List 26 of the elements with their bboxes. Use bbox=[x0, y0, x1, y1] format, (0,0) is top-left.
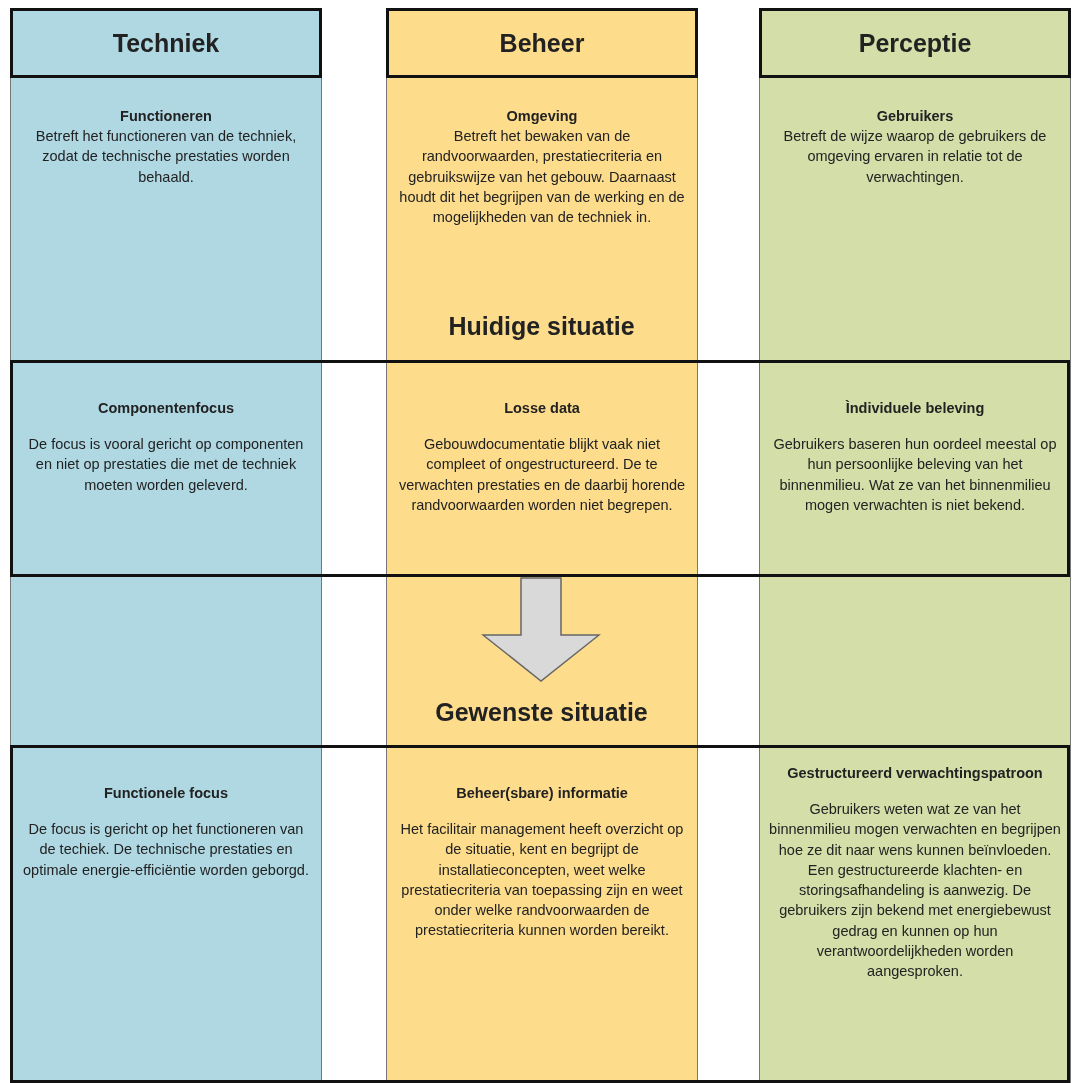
section-heading: Gewenste situatie bbox=[434, 698, 649, 727]
column-band bbox=[386, 8, 698, 1083]
cell-text: Gebruikers baseren hun oordeel meestal op hun persoonlijke beleving van het binnenmilieu. Wat ze van het binnenmilieu mogen verwachten is niet bekend. bbox=[772, 435, 1058, 515]
column-band bbox=[759, 8, 1071, 1083]
cell-text: Betreft het functioneren van de techniek, zodat de technische prestaties worden behaald. bbox=[34, 127, 298, 187]
cell-text: Het facilitair management heeft overzicht op de situatie, kent en begrijpt de installatieconcepten, weet welke prestatiecriteria van toepassing zijn en weet onder welke randvoorwaarden de prestatiecriteria kunnen worden bereikt. bbox=[399, 820, 685, 941]
section-heading: Huidige situatie bbox=[447, 312, 636, 341]
cell-heading: Beheer(sbare) informatie bbox=[455, 785, 629, 801]
cell-heading: Ìndividuele beleving bbox=[844, 400, 986, 416]
column-header: Beheer bbox=[386, 8, 698, 78]
cell-text: Betreft de wijze waarop de gebruikers de omgeving ervaren in relatie tot de verwachtingen. bbox=[782, 127, 1048, 187]
cell-text: De focus is vooral gericht op componenten en niet op prestaties die met de techniek moeten worden geleverd. bbox=[27, 435, 305, 495]
cell-heading: Functionele focus bbox=[102, 785, 230, 801]
cell-heading: Omgeving bbox=[505, 108, 579, 124]
column-header: Techniek bbox=[10, 8, 322, 78]
cell-heading: Componentenfocus bbox=[96, 400, 236, 416]
cell-heading: Losse data bbox=[503, 400, 581, 416]
column-band bbox=[10, 8, 322, 1083]
cell-heading: Functioneren bbox=[119, 108, 213, 124]
cell-heading: Gebruikers bbox=[875, 108, 955, 124]
cell-text: Gebruikers weten wat ze van het binnenmilieu mogen verwachten en begrijpen hoe ze dit naar wens kunnen beïnvloeden. Een gestructureerde klachten- en storingsafhandeling is aanwezig. De gebruikers zijn bekend met energiebewust gedrag en kunnen op hun verantwoordelijkheden worden aangesproken. bbox=[768, 800, 1062, 982]
column-header: Perceptie bbox=[759, 8, 1071, 78]
cell-text: De focus is gericht op het functioneren van de techiek. De technische prestaties en optimale energie-efficiëntie worden geborgd. bbox=[22, 820, 310, 880]
cell-heading: Gestructureerd verwachtingspatroon bbox=[786, 765, 1044, 781]
cell-text: Betreft het bewaken van de randvoorwaarden, prestatiecriteria en gebruikswijze van het gebouw. Daarnaast houdt dit het begrijpen van de werking en de mogelijkheden van de techniek in. bbox=[398, 127, 686, 228]
cell-text: Gebouwdocumentatie blijkt vaak niet compleet of ongestructureerd. De te verwachten prestaties en de daarbij horende randvoorwaarden worden niet begrepen. bbox=[397, 435, 687, 515]
